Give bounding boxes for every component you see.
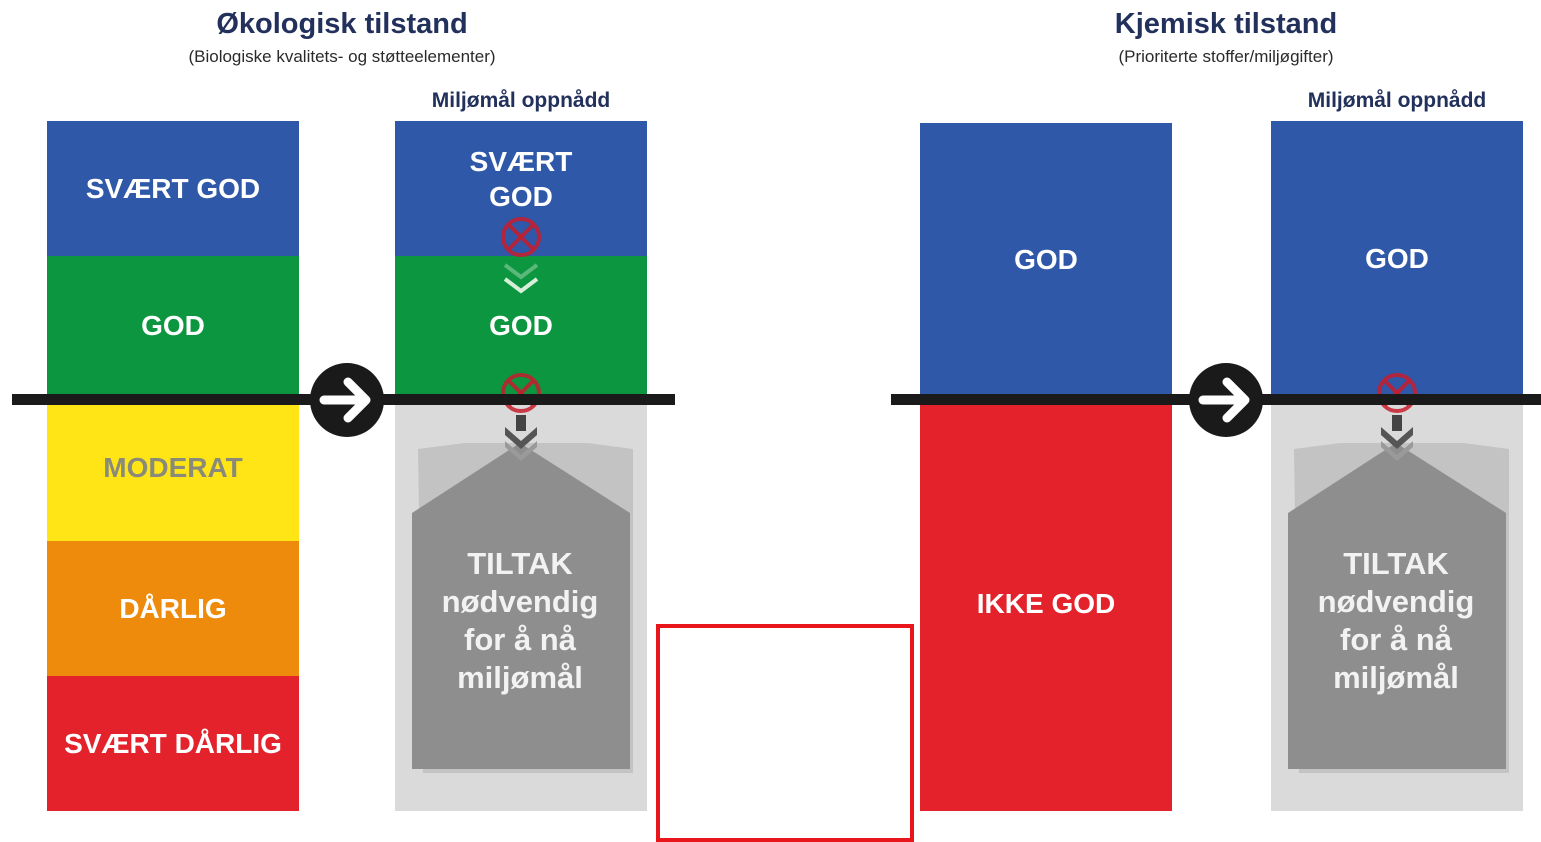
band-moderat: MODERAT (47, 394, 299, 541)
band-svaert-darlig: SVÆRT DÅRLIG (47, 676, 299, 811)
ecological-status-scale: SVÆRT GOD GOD MODERAT DÅRLIG SVÆRT DÅRLI… (47, 121, 299, 811)
chemical-goal-header: Miljømål oppnådd (1307, 89, 1487, 112)
measure-text: TILTAK nødvendig for å nå miljømål (1286, 545, 1506, 697)
band-svaert-god: SVÆRT GOD (47, 121, 299, 256)
band-god: GOD (47, 256, 299, 394)
measure-text-line-1: TILTAK (467, 546, 573, 581)
chemical-goal-column: GOD TILTAK nødvendig for å nå miljømål (1271, 121, 1523, 811)
measure-text-line-1: TILTAK (1343, 546, 1449, 581)
goal-band-svaert-god-label: SVÆRT GOD (469, 145, 573, 212)
crossed-circle-icon (501, 217, 541, 257)
measure-text-line-4: miljømål (1333, 660, 1459, 695)
measure-text-line-4: miljømål (457, 660, 583, 695)
goal-band-svaert-god: SVÆRT GOD (395, 121, 647, 256)
measure-text-line-2: nødvendig (441, 584, 599, 619)
measure-text-line-3: for å nå (1340, 622, 1452, 657)
measure-house-shape (412, 443, 633, 773)
crossed-circle-icon (1377, 373, 1417, 413)
band-god: GOD (920, 123, 1172, 396)
highlight-box (656, 624, 914, 842)
double-chevron-down-icon (1381, 415, 1413, 461)
measure-text-line-2: nødvendig (1317, 584, 1475, 619)
double-chevron-down-icon (503, 263, 539, 294)
measure-text: TILTAK nødvendig for å nå miljømål (410, 545, 630, 697)
chemical-status-scale: GOD IKKE GOD (920, 123, 1172, 811)
ecological-title: Økologisk tilstand (216, 8, 468, 40)
chemical-subtitle: (Prioriterte stoffer/miljøgifter) (1118, 47, 1334, 66)
right-arrow-circle-icon (310, 363, 384, 437)
double-chevron-down-icon (505, 415, 537, 461)
band-darlig: DÅRLIG (47, 541, 299, 676)
chemical-title: Kjemisk tilstand (1114, 8, 1338, 40)
crossed-circle-icon (501, 373, 541, 413)
measure-house-shape (1288, 443, 1509, 773)
right-arrow-circle-icon (1189, 363, 1263, 437)
goal-band-god: GOD (1271, 121, 1523, 396)
band-ikke-god: IKKE GOD (920, 396, 1172, 811)
ecological-goal-column: SVÆRT GOD GOD TILTAK nødvendig for å nå … (395, 121, 647, 811)
ecological-subtitle: (Biologiske kvalitets- og støtteelemente… (188, 47, 496, 66)
measure-text-line-3: for å nå (464, 622, 576, 657)
ecological-goal-header: Miljømål oppnådd (431, 89, 611, 112)
